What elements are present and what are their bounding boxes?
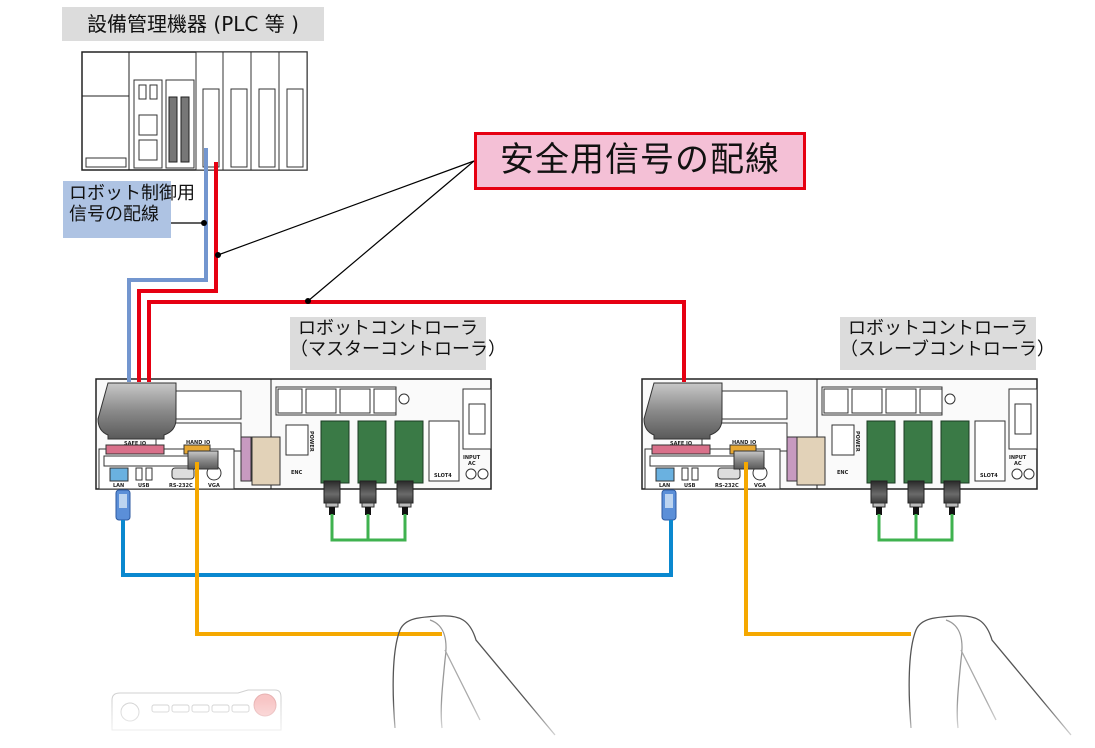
plc-unit [81,51,308,171]
slave-controller [641,378,1038,490]
slave-controller-label-line1: ロボットコントローラ [848,318,1028,339]
master-controller-label: ロボットコントローラ （マスターコントローラ） [290,317,506,370]
robot-control-wire [127,148,208,382]
safety-connector-slave [796,436,826,486]
lan-wire [121,520,673,577]
robot-control-wiring-label: ロボット制御用 信号の配線 [63,181,195,238]
motor-connector [943,480,961,516]
plc-label: 設備管理機器 (PLC 等 ) [62,7,324,41]
slave-controller-label-line2: （スレーブコントローラ） [840,338,1055,360]
safety-wire-plc [137,162,218,382]
motor-connector [323,480,341,516]
motor-connector [359,480,377,516]
hand-wire-master [195,462,442,636]
master-controller-label-line1: ロボットコントローラ [298,318,478,339]
lan-plug-slave [661,489,677,521]
safety-connector-master [251,436,281,486]
lan-plug-master [115,489,131,521]
safety-wiring-label: 安全用信号の配線 [474,132,806,190]
motor-connector [396,480,414,516]
motor-connector [870,480,888,516]
robot-control-wiring-label-line1: ロボット制御用 [69,183,195,204]
slave-controller-label: ロボットコントローラ （スレーブコントローラ） [840,317,1055,370]
leader-dot [305,298,311,304]
hand-wire-slave [744,462,911,636]
safety-wire-link [147,300,686,382]
motor-connector [907,480,925,516]
robot-control-wiring-label-line2: 信号の配線 [69,203,159,225]
master-controller [95,378,492,490]
master-controller-label-line2: （マスターコントローラ） [290,338,506,360]
leader-dot [201,220,207,226]
leader-dot [215,252,221,258]
